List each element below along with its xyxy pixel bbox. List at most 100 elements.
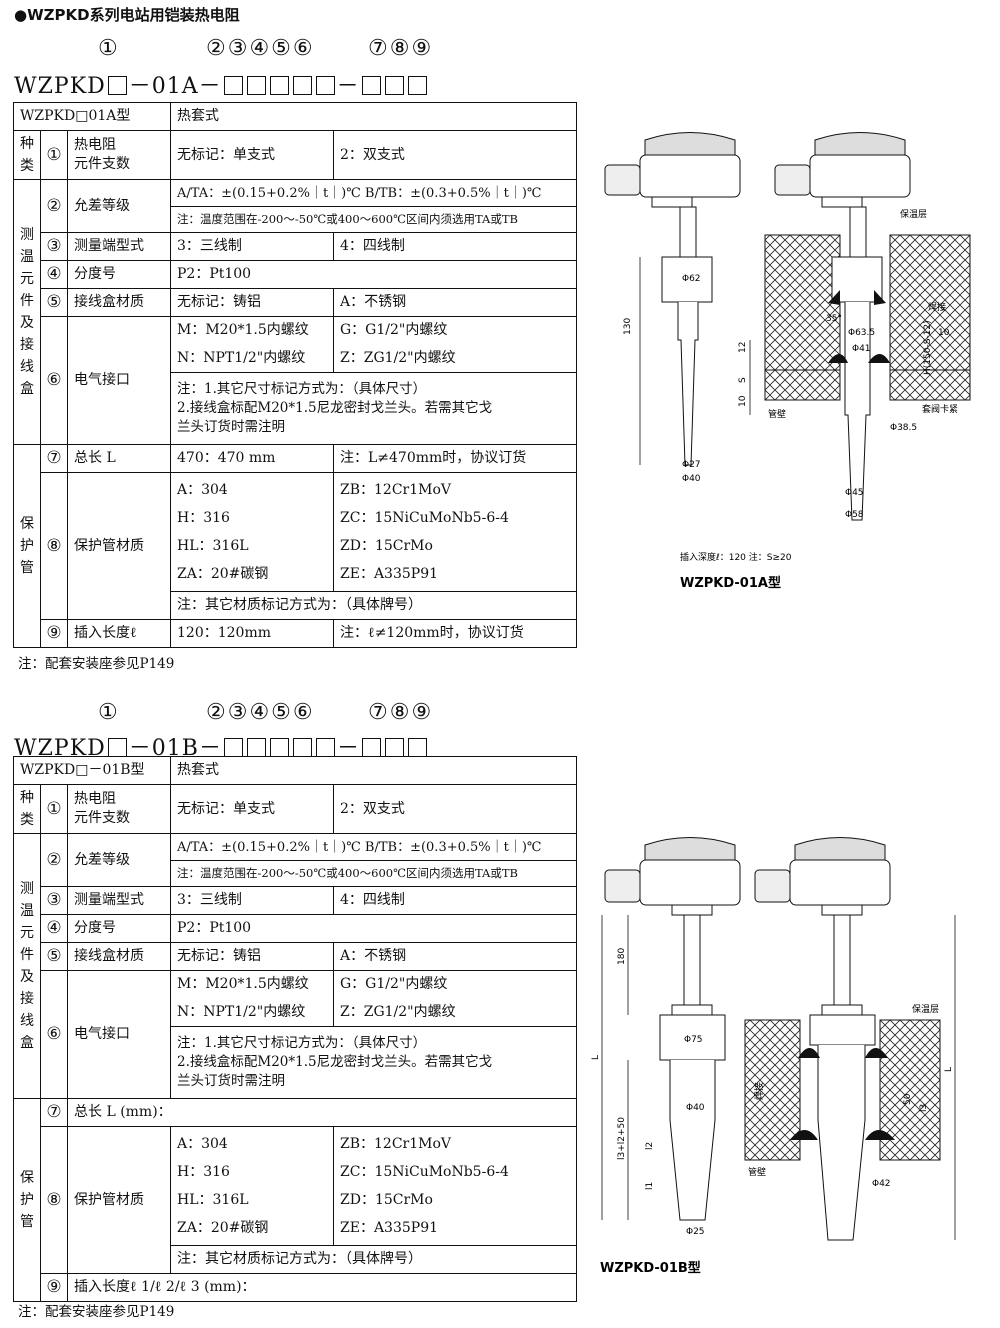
dim-l: L (591, 1055, 601, 1060)
model-dash: － (336, 74, 360, 99)
dim-130: 130 (623, 318, 633, 335)
row-number: ⑧ (40, 472, 68, 620)
dim-d635: Φ63.5 (848, 328, 875, 338)
dim-l3-sum: l3+l2+50 (617, 1117, 627, 1160)
code-box (292, 738, 312, 757)
tolerance-note: 注：温度范围在-200～-50℃或400～600℃区间内须选用TA或TB (170, 206, 577, 233)
sensor-right (754, 837, 895, 1241)
dim-d62: Φ62 (682, 274, 701, 284)
model-mid: －01A－ (128, 74, 222, 99)
model-dash: － (336, 736, 360, 761)
dim-hl: H(150-S-12) (923, 320, 933, 375)
code-box (223, 738, 243, 757)
position-marker-1: ① (98, 700, 120, 725)
model-prefix: WZPKD (14, 74, 106, 99)
sensor-right (774, 132, 911, 521)
dim-d385: Φ38.5 (890, 423, 917, 433)
category-sensor: 测 温 元 件 及 接 线 盒 (13, 833, 41, 1099)
dim-d41: Φ41 (852, 344, 871, 354)
dim-12: 12 (738, 342, 748, 353)
option-a: 3：三线制 (170, 232, 334, 261)
option-a: 3：三线制 (170, 886, 334, 915)
row-number: ⑥ (40, 970, 68, 1099)
dim-d45: Φ45 (845, 488, 864, 498)
dim-d58: Φ58 (845, 510, 864, 520)
option-a: 无标记：铸铝 (170, 288, 334, 317)
note-weld: 焊接 (928, 301, 946, 313)
row-number: ④ (40, 914, 68, 943)
option-b2: Z：ZG1/2"内螺纹 (333, 998, 577, 1027)
sensor-left (604, 837, 741, 1221)
diagram-01b: Φ75 Φ40 Φ25 L 180 l3+l2+50 l2 l1 保温层 焊接 (591, 837, 956, 1276)
row-number: ③ (40, 232, 68, 261)
note-pipe: 管壁 (768, 408, 786, 420)
option-a: 470：470 mm (170, 444, 334, 473)
code-box (107, 738, 127, 757)
code-box (269, 738, 289, 757)
row-name: 插入长度ℓ (67, 619, 171, 648)
code-box (407, 738, 427, 757)
note-sleeve: 套阀卡紧 (922, 403, 958, 415)
row-name: 总长 L (mm)： (67, 1098, 577, 1127)
model-code: WZPKD －01A－ － (14, 68, 429, 100)
row-name: 接线盒材质 (67, 942, 171, 971)
dim-d40: Φ40 (686, 1103, 705, 1113)
row-number: ⑤ (40, 288, 68, 317)
row-number: ⑦ (40, 1098, 68, 1127)
dim-d75: Φ75 (684, 1035, 703, 1045)
option-b2: Z：ZG1/2"内螺纹 (333, 344, 577, 373)
spec-table-b: WZPKD□－01B型 热套式 种 类 ① 热电阻 元件支数 无标记：单支式 2… (13, 756, 577, 1302)
code-box (107, 76, 127, 95)
position-markers-2-6: ②③④⑤⑥ (206, 700, 315, 725)
row-name: 热电阻 元件支数 (67, 130, 171, 180)
category-sensor: 测 温 元 件 及 接 线 盒 (13, 179, 41, 445)
row-name: 接线盒材质 (67, 288, 171, 317)
dim-180: 180 (617, 948, 627, 965)
row-number: ② (40, 179, 68, 233)
code-box (246, 738, 266, 757)
option-a1: M：M20*1.5内螺纹 (170, 970, 334, 999)
material-list-a: A：304 H：316 HL：316L ZA：20#碳钢 (170, 1126, 334, 1246)
row-number: ① (40, 130, 68, 180)
note-weld: 焊接 (753, 1082, 765, 1100)
category-protect: 保 护 管 (13, 1098, 41, 1302)
dim-l3: l3 (919, 1104, 929, 1112)
tolerance-values: A/TA：±(0.15+0.2%｜t｜)℃ B/TB：±(0.3+0.5%｜t｜… (170, 833, 577, 861)
interface-note: 注：1.其它尺寸标记方式为：（具体尺寸） 2.接线盒标配M20*1.5尼龙密封戈… (170, 372, 577, 445)
footnote: 注：配套安装座参见P149 (18, 656, 175, 672)
note-pipe: 管壁 (748, 1166, 766, 1178)
row-number: ③ (40, 886, 68, 915)
note-insulation: 保温层 (912, 1003, 939, 1015)
row-number: ⑥ (40, 316, 68, 445)
row-name: 电气接口 (67, 970, 171, 1099)
row-number: ⑧ (40, 1126, 68, 1274)
footnote: 注：配套安装座参见P149 (18, 1304, 175, 1320)
row-number: ② (40, 833, 68, 887)
row-number: ⑦ (40, 444, 68, 473)
row-name: 允差等级 (67, 179, 171, 233)
diagram-label: WZPKD-01B型 (600, 1260, 701, 1276)
row-name: 分度号 (67, 260, 171, 289)
code-box (269, 76, 289, 95)
row-name: 分度号 (67, 914, 171, 943)
row-number: ⑨ (40, 1273, 68, 1302)
dim-10b: 10 (938, 328, 950, 338)
row-number: ④ (40, 260, 68, 289)
code-box (361, 738, 381, 757)
option-a1: M：M20*1.5内螺纹 (170, 316, 334, 345)
position-markers-2-6: ②③④⑤⑥ (206, 36, 315, 61)
code-box (407, 76, 427, 95)
row-name: 热电阻 元件支数 (67, 784, 171, 834)
option-b: A：不锈钢 (333, 942, 577, 971)
option-b1: G：G1/2"内螺纹 (333, 970, 577, 999)
dim-35deg: 35° (826, 314, 842, 324)
code-box (361, 76, 381, 95)
spec-table-a: WZPKD□01A型 热套式 种 类 ① 热电阻 元件支数 无标记：单支式 2：… (13, 102, 577, 648)
option-b: A：不锈钢 (333, 288, 577, 317)
note-insulation: 保温层 (900, 208, 927, 220)
dim-d25: Φ25 (686, 1227, 705, 1237)
dim-d42: Φ42 (872, 1179, 891, 1189)
option-b: 注：ℓ≠120mm时，协议订货 (333, 619, 577, 648)
code-box (246, 76, 266, 95)
option-a2: N：NPT1/2"内螺纹 (170, 998, 334, 1027)
